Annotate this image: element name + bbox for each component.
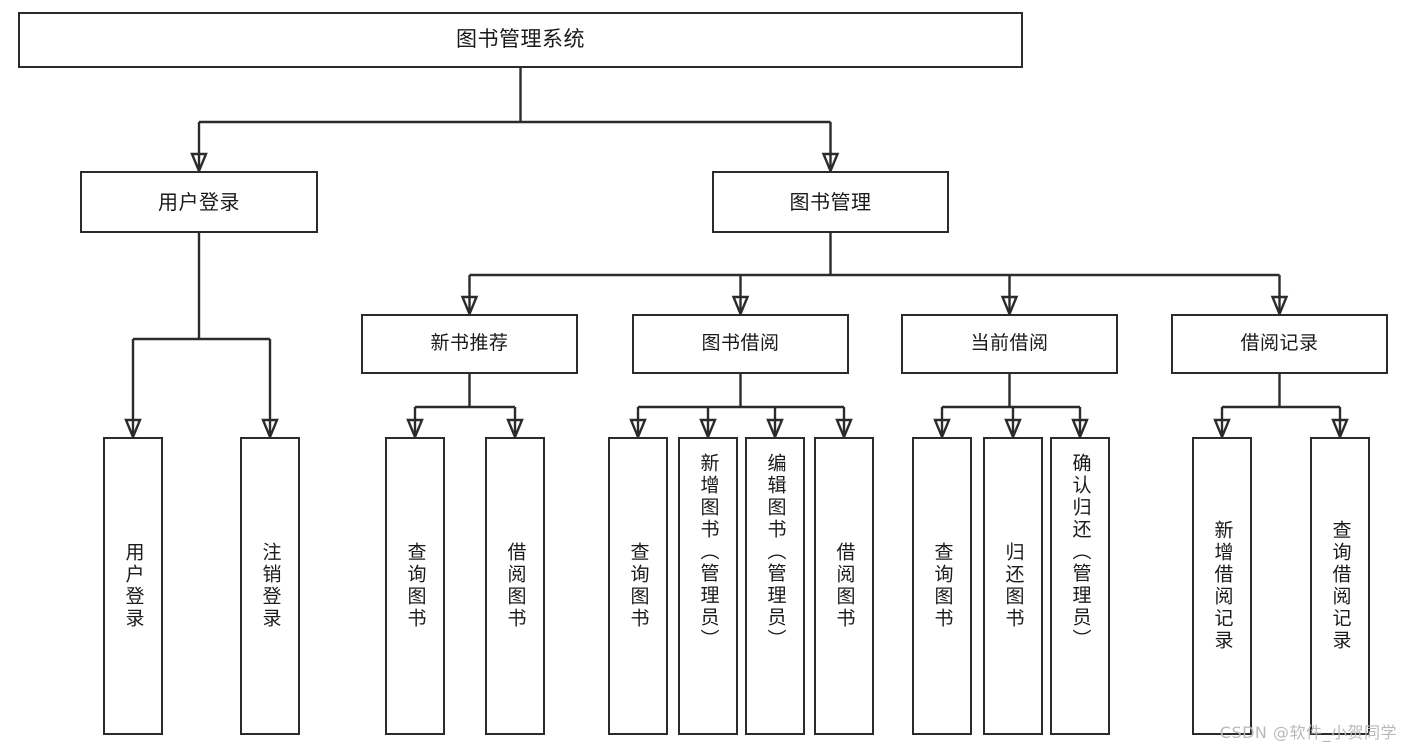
node-current-borrow[interactable]: 当前借阅 xyxy=(901,314,1118,374)
arrow-head-icon xyxy=(629,418,647,441)
node-label: 当前借阅 xyxy=(970,332,1049,355)
arrow-head-icon xyxy=(821,152,840,175)
node-leaf-return-book[interactable]: 归还图书 xyxy=(983,437,1043,735)
node-label: 图书管理系统 xyxy=(456,27,585,52)
node-borrow-record[interactable]: 借阅记录 xyxy=(1171,314,1388,374)
node-leaf-query-book-3[interactable]: 查询图书 xyxy=(912,437,972,735)
node-user-login[interactable]: 用户登录 xyxy=(80,171,318,233)
node-label: 查询图书 xyxy=(931,542,954,630)
node-label: 新增图书（管理员） xyxy=(697,453,720,651)
node-label: 归还图书 xyxy=(1002,542,1025,630)
node-leaf-query-borrow-rec[interactable]: 查询借阅记录 xyxy=(1310,437,1370,735)
node-leaf-add-book-admin[interactable]: 新增图书（管理员） xyxy=(678,437,738,735)
node-label: 查询图书 xyxy=(404,542,427,630)
node-label: 图书借阅 xyxy=(701,332,780,355)
arrow-head-icon xyxy=(460,295,479,318)
arrow-head-icon xyxy=(261,418,279,441)
node-label: 借阅图书 xyxy=(833,542,856,630)
node-root[interactable]: 图书管理系统 xyxy=(18,12,1023,68)
node-leaf-confirm-return[interactable]: 确认归还（管理员） xyxy=(1050,437,1110,735)
arrow-head-icon xyxy=(699,418,717,441)
node-leaf-query-book-1[interactable]: 查询图书 xyxy=(385,437,445,735)
arrow-head-icon xyxy=(1331,418,1349,441)
node-label: 新增借阅记录 xyxy=(1211,520,1234,652)
node-label: 图书管理 xyxy=(789,189,872,214)
node-label: 新书推荐 xyxy=(430,332,509,355)
node-label: 注销登录 xyxy=(259,542,282,630)
node-label: 用户登录 xyxy=(158,189,240,214)
arrow-head-icon xyxy=(1000,295,1019,318)
arrow-head-icon xyxy=(933,418,951,441)
node-label: 确认归还（管理员） xyxy=(1069,453,1092,651)
node-label: 查询借阅记录 xyxy=(1329,520,1352,652)
node-label: 用户登录 xyxy=(122,542,145,630)
node-label: 编辑图书（管理员） xyxy=(764,453,787,651)
node-leaf-borrow-book-2[interactable]: 借阅图书 xyxy=(814,437,874,735)
node-leaf-add-borrow-rec[interactable]: 新增借阅记录 xyxy=(1192,437,1252,735)
watermark: CSDN @软件_小贺同学 xyxy=(1219,723,1397,742)
node-label: 借阅记录 xyxy=(1240,332,1319,355)
node-leaf-edit-book-admin[interactable]: 编辑图书（管理员） xyxy=(745,437,805,735)
node-leaf-user-login[interactable]: 用户登录 xyxy=(103,437,163,735)
arrow-head-icon xyxy=(1213,418,1231,441)
arrow-head-icon xyxy=(124,418,142,441)
arrow-head-icon xyxy=(835,418,853,441)
node-leaf-logout-login[interactable]: 注销登录 xyxy=(240,437,300,735)
arrow-head-icon xyxy=(1004,418,1022,441)
arrow-head-icon xyxy=(190,152,208,175)
node-new-book-recommend[interactable]: 新书推荐 xyxy=(361,314,578,374)
node-book-manage[interactable]: 图书管理 xyxy=(712,171,949,233)
node-label: 借阅图书 xyxy=(504,542,527,630)
arrow-head-icon xyxy=(406,418,424,441)
arrow-head-icon xyxy=(1270,295,1289,318)
node-leaf-query-book-2[interactable]: 查询图书 xyxy=(608,437,668,735)
arrow-head-icon xyxy=(506,418,524,441)
arrow-head-icon xyxy=(731,295,750,318)
arrow-head-icon xyxy=(766,418,784,441)
node-book-borrow[interactable]: 图书借阅 xyxy=(632,314,849,374)
node-label: 查询图书 xyxy=(627,542,650,630)
arrow-head-icon xyxy=(1071,418,1089,441)
node-leaf-borrow-book-1[interactable]: 借阅图书 xyxy=(485,437,545,735)
